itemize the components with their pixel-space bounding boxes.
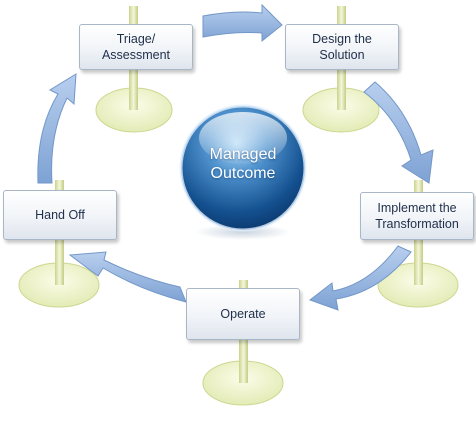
stage-label-line1: Triage/	[116, 31, 156, 46]
stage-sign-operate: Operate	[186, 288, 300, 340]
stage-label-line1: Implement the	[377, 200, 457, 215]
center-label-line1: Managed	[209, 146, 277, 163]
stage-label-line1: Operate	[220, 306, 266, 321]
center-label: Managed Outcome	[183, 145, 303, 185]
sphere-highlight	[199, 112, 287, 164]
arrow-design-to-implement	[363, 81, 434, 184]
sphere-rim	[179, 104, 307, 232]
stage-label-line2: Transformation	[375, 217, 459, 231]
sphere-shadow	[195, 224, 291, 240]
center-label-line2: Outcome	[210, 165, 276, 183]
arrow-handoff-to-triage	[37, 73, 77, 184]
stage-label-line1: Hand Off	[35, 207, 85, 222]
stage-sign-hand-off: Hand Off	[3, 190, 117, 240]
stage-sign-implement-transformation: Implement the Transformation	[360, 192, 474, 240]
arrow-implement-to-operate	[308, 245, 412, 311]
stage-sign-design-solution: Design the Solution	[285, 24, 399, 70]
stage-sign-triage-assessment: Triage/ Assessment	[79, 24, 193, 70]
arrow-operate-to-handoff	[68, 251, 187, 303]
arrow-triage-to-design	[202, 3, 283, 43]
stage-label-line2: Assessment	[101, 48, 171, 62]
stage-label-line2: Solution	[319, 48, 365, 62]
stage-label-line1: Design the	[312, 31, 372, 46]
